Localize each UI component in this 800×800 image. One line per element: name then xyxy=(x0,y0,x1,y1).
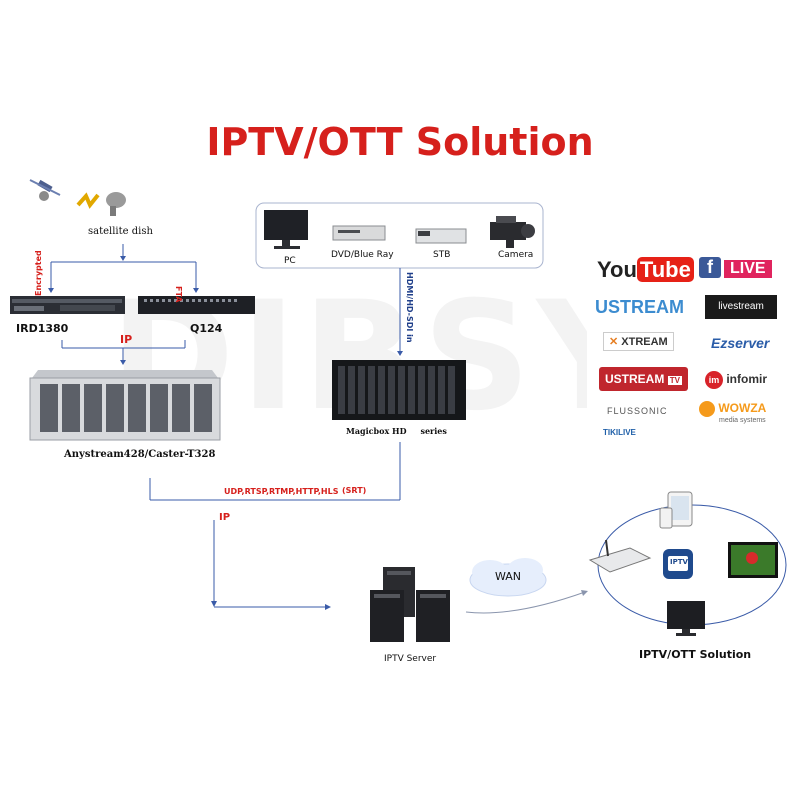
wowza-text: WOWZA xyxy=(718,401,767,416)
xtream-logo: ✕ XTREAM xyxy=(603,332,674,351)
ip-label-output: IP xyxy=(219,512,231,523)
facebook-live-text: LIVE xyxy=(724,260,772,278)
pc-monitor-icon xyxy=(264,210,308,249)
ustream-logo: USTREAM xyxy=(595,297,684,317)
infomir-im-icon: im xyxy=(705,371,723,389)
page-title: IPTV/OTT Solution xyxy=(206,120,594,164)
livestream-logo: livestream xyxy=(705,295,777,319)
camera-label: Camera xyxy=(498,250,534,260)
satellite-icon xyxy=(29,179,61,201)
infomir-text: infomir xyxy=(726,372,768,386)
client-solution-label: IPTV/OTT Solution xyxy=(639,648,752,661)
srt-label: (SRT) xyxy=(342,486,367,495)
tikilive-logo: TIKILIVE xyxy=(603,428,636,437)
ustreamtv-tv-text: TV xyxy=(667,376,682,385)
tv-icon xyxy=(728,542,778,578)
magicbox-label: Magicbox HD series xyxy=(346,426,447,436)
anystream-server xyxy=(29,370,221,441)
iptv-app-text: IPTV xyxy=(670,558,688,566)
xtream-text: XTREAM xyxy=(621,336,668,348)
q124-device xyxy=(138,296,255,314)
magicbox-device xyxy=(332,360,466,420)
ustream-tv-logo: USTREAM TV xyxy=(599,367,688,391)
youtube-tube-text: Tube xyxy=(636,257,694,282)
dvd-label: DVD/Blue Ray xyxy=(331,250,394,260)
stb-icon xyxy=(415,228,467,244)
ird1380-label: IRD1380 xyxy=(16,322,69,335)
camera-icon xyxy=(490,216,535,248)
youtube-you-text: You xyxy=(597,257,637,282)
encrypted-label: Encrypted xyxy=(34,250,43,296)
wowza-sub-text: media systems xyxy=(719,417,766,424)
router-icon xyxy=(588,539,652,573)
q124-label: Q124 xyxy=(190,322,223,335)
dvd-player-icon xyxy=(332,225,386,241)
infomir-logo: im infomir xyxy=(705,371,767,389)
anystream-label: Anystream428/Caster-T328 xyxy=(64,449,216,460)
tablet-icon xyxy=(659,491,693,529)
hdmi-label: HDMI/HD-SDI in xyxy=(405,272,414,343)
signal-icon xyxy=(76,192,100,209)
iptv-server-icon xyxy=(370,567,450,642)
pc-label: PC xyxy=(284,256,296,266)
ird1380-device xyxy=(10,296,125,314)
iptv-server-label: IPTV Server xyxy=(384,654,437,664)
facebook-f-icon: f xyxy=(699,257,721,278)
flussonic-logo: FLUSSONIC xyxy=(607,406,668,416)
fta-label: FTA xyxy=(174,286,183,303)
ustreamtv-text: USTREAM xyxy=(605,372,665,386)
wowza-logo: WOWZA media systems xyxy=(699,401,766,424)
monitor-icon xyxy=(667,601,705,636)
iptv-app-icon xyxy=(663,549,693,579)
wan-label: WAN xyxy=(495,570,522,583)
satellite-dish-icon xyxy=(106,192,126,216)
wan-cloud-icon xyxy=(469,558,547,597)
ip-label-sources: IP xyxy=(120,333,133,346)
satellite-dish-label: satellite dish xyxy=(88,226,153,237)
ezserver-logo: Ezserver xyxy=(711,335,770,351)
stb-label: STB xyxy=(433,250,451,260)
protocols-label: UDP,RTSP,RTMP,HTTP,HLS xyxy=(224,487,339,496)
